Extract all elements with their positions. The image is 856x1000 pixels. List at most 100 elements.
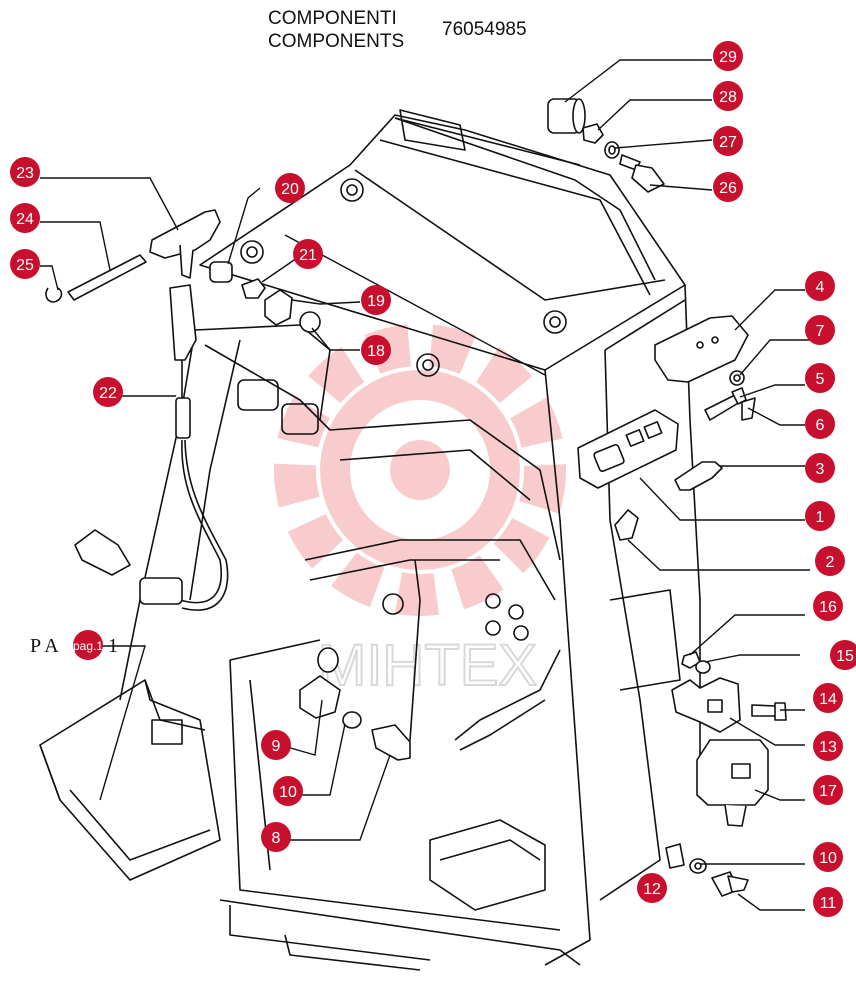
- callout-badge[interactable]: [10, 157, 40, 187]
- callout-number[interactable]: 23: [16, 165, 34, 182]
- callout-26[interactable]: 26: [713, 172, 743, 202]
- callout-number[interactable]: 29: [719, 49, 737, 66]
- callout-number[interactable]: 14: [819, 691, 837, 708]
- callout-badge[interactable]: [10, 203, 40, 233]
- callout-number[interactable]: 3: [816, 461, 825, 478]
- callout-badge[interactable]: [813, 842, 843, 872]
- callout-21[interactable]: 21: [293, 239, 323, 269]
- callout-6[interactable]: 6: [805, 409, 835, 439]
- callout-number[interactable]: 27: [719, 134, 737, 151]
- callout-badge[interactable]: [273, 776, 303, 806]
- callout-16[interactable]: 16: [813, 591, 843, 621]
- callout-badge[interactable]: [813, 775, 843, 805]
- callout-badge[interactable]: [813, 887, 843, 917]
- callout-5[interactable]: 5: [805, 363, 835, 393]
- callout-number[interactable]: 15: [836, 648, 854, 665]
- callout-17[interactable]: 17: [813, 775, 843, 805]
- callout-badge[interactable]: [275, 173, 305, 203]
- callout-badge[interactable]: [293, 239, 323, 269]
- callout-badge[interactable]: [261, 730, 291, 760]
- callout-badge[interactable]: [713, 41, 743, 71]
- callout-number[interactable]: 5: [816, 371, 825, 388]
- callout-10[interactable]: 10: [813, 842, 843, 872]
- callout-badge[interactable]: [813, 731, 843, 761]
- callout-badge[interactable]: [805, 315, 835, 345]
- callout-badge[interactable]: [815, 546, 845, 576]
- callout-badge[interactable]: [813, 591, 843, 621]
- callout-badge[interactable]: [805, 501, 835, 531]
- callout-number[interactable]: 10: [279, 784, 297, 801]
- callout-number[interactable]: 21: [299, 247, 317, 264]
- callout-2[interactable]: 2: [815, 546, 845, 576]
- callout-number[interactable]: 10: [819, 850, 837, 867]
- callout-number[interactable]: 26: [719, 180, 737, 197]
- callout-number[interactable]: 16: [819, 599, 837, 616]
- callout-number[interactable]: 28: [719, 89, 737, 106]
- callout-number[interactable]: 18: [367, 343, 385, 360]
- callout-number[interactable]: 24: [16, 211, 34, 228]
- callout-badge[interactable]: [713, 126, 743, 156]
- cab-frame: [39, 109, 701, 971]
- callout-badges: 2928272647563121615141317101112232425202…: [10, 41, 856, 917]
- callout-number[interactable]: 11: [820, 895, 837, 912]
- callout-badge[interactable]: [361, 285, 391, 315]
- callout-12[interactable]: 12: [637, 873, 667, 903]
- callout-20[interactable]: 20: [275, 173, 305, 203]
- callout-22[interactable]: 22: [93, 377, 123, 407]
- callout-27[interactable]: 27: [713, 126, 743, 156]
- callout-14[interactable]: 14: [813, 683, 843, 713]
- callout-number[interactable]: 2: [826, 554, 835, 571]
- callout-number[interactable]: 19: [367, 293, 385, 310]
- callout-badge[interactable]: [830, 640, 856, 670]
- watermark-gear: [274, 324, 566, 616]
- callout-badge[interactable]: [10, 249, 40, 279]
- callout-badge[interactable]: [813, 683, 843, 713]
- callout-13[interactable]: 13: [813, 731, 843, 761]
- callout-number[interactable]: 12: [643, 881, 661, 898]
- callout-badge[interactable]: [93, 377, 123, 407]
- callout-badge[interactable]: [805, 409, 835, 439]
- callout-29[interactable]: 29: [713, 41, 743, 71]
- callout-7[interactable]: 7: [805, 315, 835, 345]
- callout-4[interactable]: 4: [805, 271, 835, 301]
- callout-number[interactable]: 20: [281, 181, 299, 198]
- callout-10[interactable]: 10: [273, 776, 303, 806]
- callout-1[interactable]: 1: [805, 501, 835, 531]
- reference-link-label[interactable]: pag.1: [73, 639, 103, 653]
- part-number: 76054985: [442, 19, 527, 40]
- watermark-text: MIHTEX: [318, 633, 537, 698]
- callout-badge[interactable]: [361, 335, 391, 365]
- reference-prefix: P A: [30, 635, 59, 657]
- callout-25[interactable]: 25: [10, 249, 40, 279]
- callout-badge[interactable]: [805, 363, 835, 393]
- callout-18[interactable]: 18: [361, 335, 391, 365]
- callout-number[interactable]: 8: [272, 830, 281, 847]
- callout-number[interactable]: 25: [16, 257, 34, 274]
- callout-15[interactable]: 15: [830, 640, 856, 670]
- callout-28[interactable]: 28: [713, 81, 743, 111]
- callout-19[interactable]: 19: [361, 285, 391, 315]
- callout-23[interactable]: 23: [10, 157, 40, 187]
- callout-badge[interactable]: [713, 172, 743, 202]
- leader-lines: [40, 59, 810, 911]
- callout-badge[interactable]: [805, 453, 835, 483]
- callout-badge[interactable]: [261, 822, 291, 852]
- callout-number[interactable]: 9: [272, 738, 281, 755]
- callout-number[interactable]: 4: [816, 279, 825, 296]
- callout-badge[interactable]: [713, 81, 743, 111]
- callout-number[interactable]: 7: [816, 323, 825, 340]
- callout-number[interactable]: 22: [99, 385, 117, 402]
- callout-9[interactable]: 9: [261, 730, 291, 760]
- callout-number[interactable]: 17: [819, 783, 837, 800]
- callout-number[interactable]: 1: [816, 509, 825, 526]
- callout-number[interactable]: 6: [816, 417, 825, 434]
- reference-link-badge[interactable]: [73, 630, 103, 660]
- callout-11[interactable]: 11: [813, 887, 843, 917]
- callout-8[interactable]: 8: [261, 822, 291, 852]
- callout-badge[interactable]: [805, 271, 835, 301]
- callout-number[interactable]: 13: [819, 739, 837, 756]
- callout-3[interactable]: 3: [805, 453, 835, 483]
- callout-badge[interactable]: [637, 873, 667, 903]
- callout-24[interactable]: 24: [10, 203, 40, 233]
